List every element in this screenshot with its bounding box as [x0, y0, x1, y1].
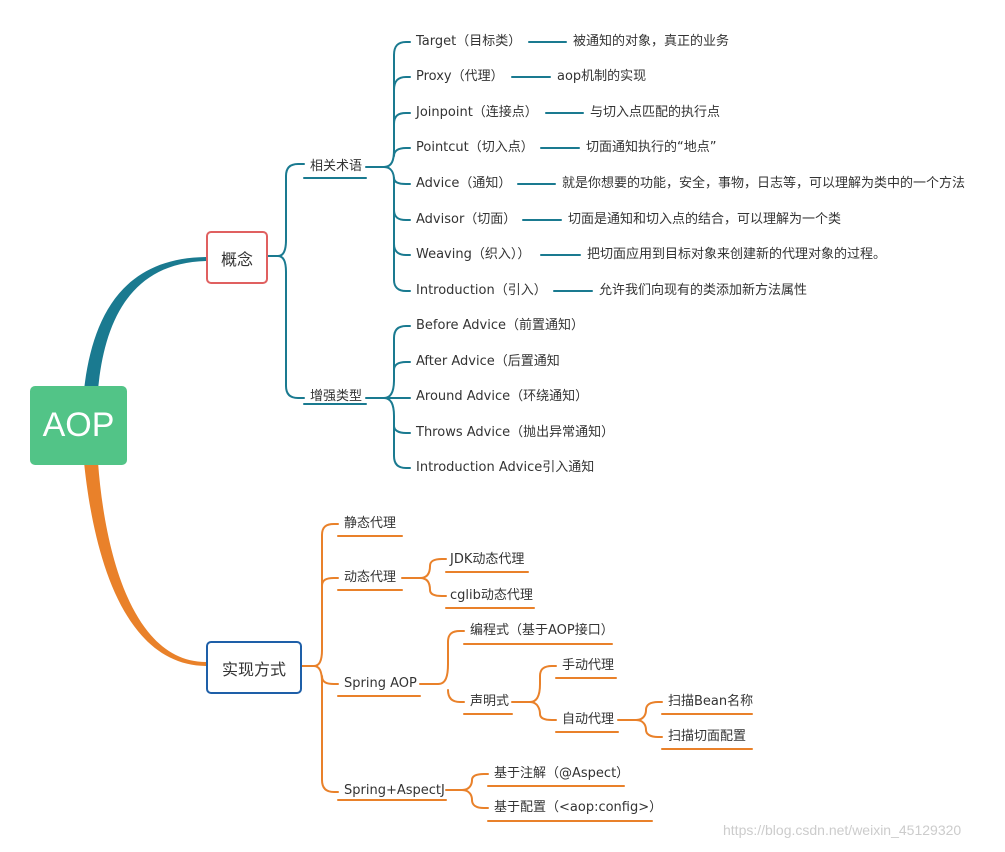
branch-root-to-concept [84, 257, 206, 390]
advice-type-node[interactable]: After Advice（后置通知 [416, 354, 560, 369]
static-proxy-node[interactable]: 静态代理 [344, 516, 397, 531]
watermark: https://blog.csdn.net/weixin_45129320 [723, 822, 962, 838]
manual-proxy-node[interactable]: 手动代理 [562, 658, 615, 673]
advice-type-node[interactable]: Introduction Advice引入通知 [416, 460, 595, 475]
programmatic-node[interactable]: 编程式（基于AOP接口） [470, 623, 614, 638]
term-description[interactable]: 被通知的对象，真正的业务 [573, 34, 730, 49]
related-terms-node[interactable]: 相关术语 [310, 159, 363, 174]
term-description[interactable]: 切面通知执行的“地点” [586, 140, 717, 155]
term-node[interactable]: Target（目标类） [416, 34, 522, 49]
term-node[interactable]: Weaving（织入）） [416, 247, 531, 262]
scan-aspect-config-node[interactable]: 扫描切面配置 [668, 729, 747, 744]
advice-type-node[interactable]: Before Advice（前置通知） [416, 318, 585, 333]
edge-concept-to-advice-types [277, 255, 305, 399]
config-based-node[interactable]: 基于配置（<aop:config>） [494, 800, 663, 815]
spring-aspectj-node[interactable]: Spring+AspectJ [344, 783, 445, 798]
advice-type-node[interactable]: Around Advice（环绕通知） [416, 389, 589, 404]
term-node[interactable]: Pointcut（切入点） [416, 140, 534, 155]
term-description[interactable]: 把切面应用到目标对象来创建新的代理对象的过程。 [587, 247, 887, 262]
term-node[interactable]: Advisor（切面） [416, 212, 517, 227]
annotation-based-node[interactable]: 基于注解（@Aspect） [494, 766, 630, 781]
advice-types-node[interactable]: 增强类型 [310, 389, 363, 404]
advice-type-node[interactable]: Throws Advice（抛出异常通知） [416, 425, 615, 440]
branch-root-to-impl [84, 462, 206, 666]
term-description[interactable]: 就是你想要的功能，安全，事物，日志等，可以理解为类中的一个方法 [562, 176, 966, 191]
term-description[interactable]: 允许我们向现有的类添加新方法属性 [599, 283, 808, 298]
term-description[interactable]: 切面是通知和切入点的结合，可以理解为一个类 [568, 212, 842, 227]
edge-concept-fork [263, 163, 305, 257]
term-description[interactable]: aop机制的实现 [557, 69, 647, 84]
term-node[interactable]: Joinpoint（连接点） [416, 105, 538, 120]
cglib-proxy-node[interactable]: cglib动态代理 [450, 588, 533, 603]
spring-aop-node[interactable]: Spring AOP [344, 676, 417, 691]
concept-node[interactable]: 概念 [206, 231, 268, 284]
term-node[interactable]: Introduction（引入） [416, 283, 547, 298]
dynamic-proxy-node[interactable]: 动态代理 [344, 570, 397, 585]
jdk-proxy-node[interactable]: JDK动态代理 [450, 552, 525, 567]
auto-proxy-node[interactable]: 自动代理 [562, 712, 615, 727]
declarative-node[interactable]: 声明式 [470, 694, 510, 709]
scan-bean-name-node[interactable]: 扫描Bean名称 [668, 694, 754, 709]
term-node[interactable]: Proxy（代理） [416, 69, 504, 84]
root-node-aop[interactable]: AOP [30, 386, 127, 465]
term-node[interactable]: Advice（通知） [416, 176, 512, 191]
implementation-node[interactable]: 实现方式 [206, 641, 302, 694]
term-description[interactable]: 与切入点匹配的执行点 [590, 105, 721, 120]
